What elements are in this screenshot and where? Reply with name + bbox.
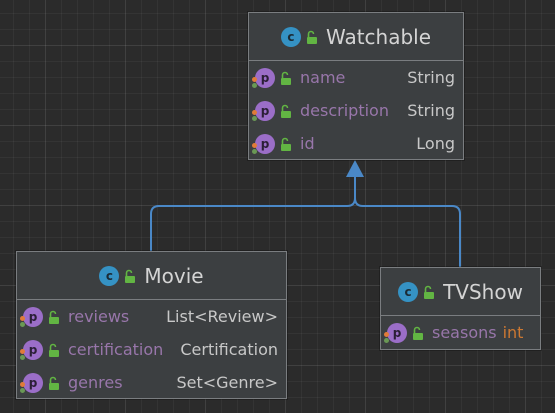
field-name: reviews xyxy=(68,307,130,326)
property-icon: p xyxy=(20,306,43,327)
field-name: genres xyxy=(68,373,123,392)
unlocked-padlock-icon xyxy=(306,30,317,44)
class-movie[interactable]: c Movie p reviews List<Review> p certifi… xyxy=(16,251,287,399)
class-icon: c xyxy=(99,265,120,286)
field-name: id xyxy=(300,134,315,153)
movie-to-watchable-edge xyxy=(150,176,356,251)
unlocked-padlock-icon xyxy=(49,343,59,357)
field-row[interactable]: p genres Set<Genre> xyxy=(20,366,278,399)
unlocked-padlock-icon xyxy=(49,310,59,324)
field-name: name xyxy=(300,68,346,87)
unlocked-padlock-icon xyxy=(281,104,291,118)
class-header: c Watchable xyxy=(249,13,463,61)
class-name: Watchable xyxy=(325,24,432,49)
unlocked-padlock-icon xyxy=(49,376,59,390)
field-type: String xyxy=(407,101,455,120)
field-row[interactable]: p certification Certification xyxy=(20,333,278,366)
class-icon: c xyxy=(280,26,301,47)
property-icon: p xyxy=(252,100,275,121)
property-icon: p xyxy=(252,67,275,88)
property-icon: p xyxy=(20,372,43,393)
field-list: p reviews List<Review> p certification C… xyxy=(17,300,286,399)
class-icon: c xyxy=(398,281,419,302)
tvshow-to-watchable-edge xyxy=(354,197,461,267)
field-name: seasons xyxy=(432,323,497,342)
field-row[interactable]: p id Long xyxy=(252,127,455,160)
property-icon: p xyxy=(252,133,275,154)
field-type: Certification xyxy=(180,340,278,359)
unlocked-padlock-icon xyxy=(125,269,136,283)
class-name: TVShow xyxy=(443,279,523,304)
class-name: Movie xyxy=(144,263,204,288)
field-list: p name String p description String p id … xyxy=(249,61,463,160)
unlocked-padlock-icon xyxy=(424,285,435,299)
unlocked-padlock-icon xyxy=(413,326,423,340)
property-icon: p xyxy=(20,339,43,360)
class-watchable[interactable]: c Watchable p name String p description … xyxy=(248,12,464,160)
generalization-arrowhead xyxy=(346,160,364,177)
class-header: c Movie xyxy=(17,252,286,300)
class-tvshow[interactable]: c TVShow p seasons int xyxy=(380,267,541,350)
unlocked-padlock-icon xyxy=(281,137,291,151)
field-name: certification xyxy=(68,340,164,359)
field-type: Long xyxy=(416,134,455,153)
field-row[interactable]: p seasons int xyxy=(384,316,532,349)
field-type: int xyxy=(502,323,524,342)
property-icon: p xyxy=(384,322,407,343)
field-type: List<Review> xyxy=(166,307,278,326)
field-name: description xyxy=(300,101,389,120)
field-type: Set<Genre> xyxy=(176,373,278,392)
field-type: String xyxy=(407,68,455,87)
field-row[interactable]: p reviews List<Review> xyxy=(20,300,278,333)
field-row[interactable]: p name String xyxy=(252,61,455,94)
field-list: p seasons int xyxy=(381,316,540,349)
field-row[interactable]: p description String xyxy=(252,94,455,127)
unlocked-padlock-icon xyxy=(281,71,291,85)
class-header: c TVShow xyxy=(381,268,540,316)
